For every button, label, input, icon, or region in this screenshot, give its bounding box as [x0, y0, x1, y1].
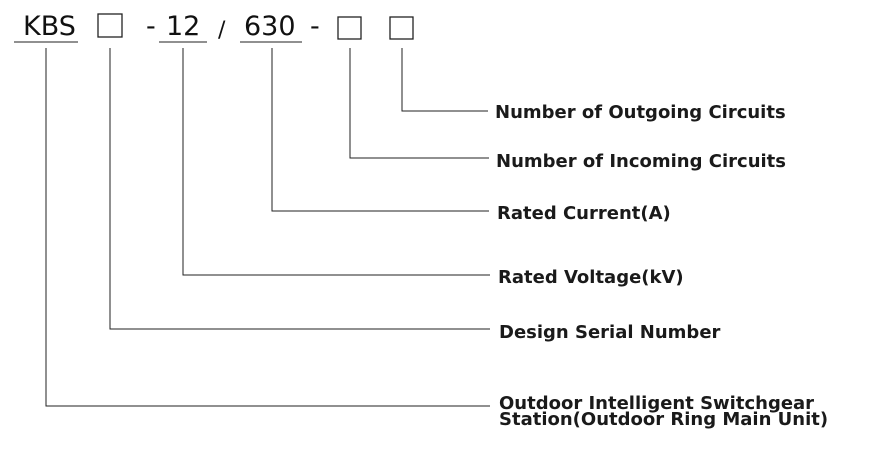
leader-lines: [45, 48, 490, 407]
label-outgoing-circuits: Number of Outgoing Circuits: [495, 102, 786, 123]
model-code: KBS - 12 / 630 -: [14, 11, 414, 43]
leader-incoming: [349, 48, 489, 159]
code-dash-1: -: [146, 11, 156, 42]
outgoing-placeholder-box: [389, 16, 414, 40]
leader-outgoing: [401, 48, 488, 112]
label-design-serial-number: Design Serial Number: [499, 322, 721, 343]
leader-rated-voltage: [182, 48, 490, 276]
incoming-placeholder-box: [337, 16, 362, 40]
label-station-line-2: Station(Outdoor Ring Main Unit): [499, 409, 828, 430]
code-slash: /: [218, 18, 226, 43]
label-rated-current: Rated Current(A): [497, 203, 671, 224]
label-rated-voltage: Rated Voltage(kV): [498, 267, 684, 288]
code-current: 630: [244, 11, 296, 42]
code-voltage: 12: [166, 11, 200, 42]
leader-rated-current: [271, 48, 489, 212]
design-serial-placeholder-box: [97, 13, 123, 38]
labels: Number of Outgoing Circuits Number of In…: [495, 102, 828, 430]
label-incoming-circuits: Number of Incoming Circuits: [496, 151, 786, 172]
leader-design-serial: [109, 48, 490, 330]
label-station-line-1: Outdoor Intelligent Switchgear: [499, 393, 814, 414]
code-prefix: KBS: [23, 11, 76, 42]
leader-station: [45, 48, 490, 407]
code-dash-2: -: [310, 11, 320, 42]
